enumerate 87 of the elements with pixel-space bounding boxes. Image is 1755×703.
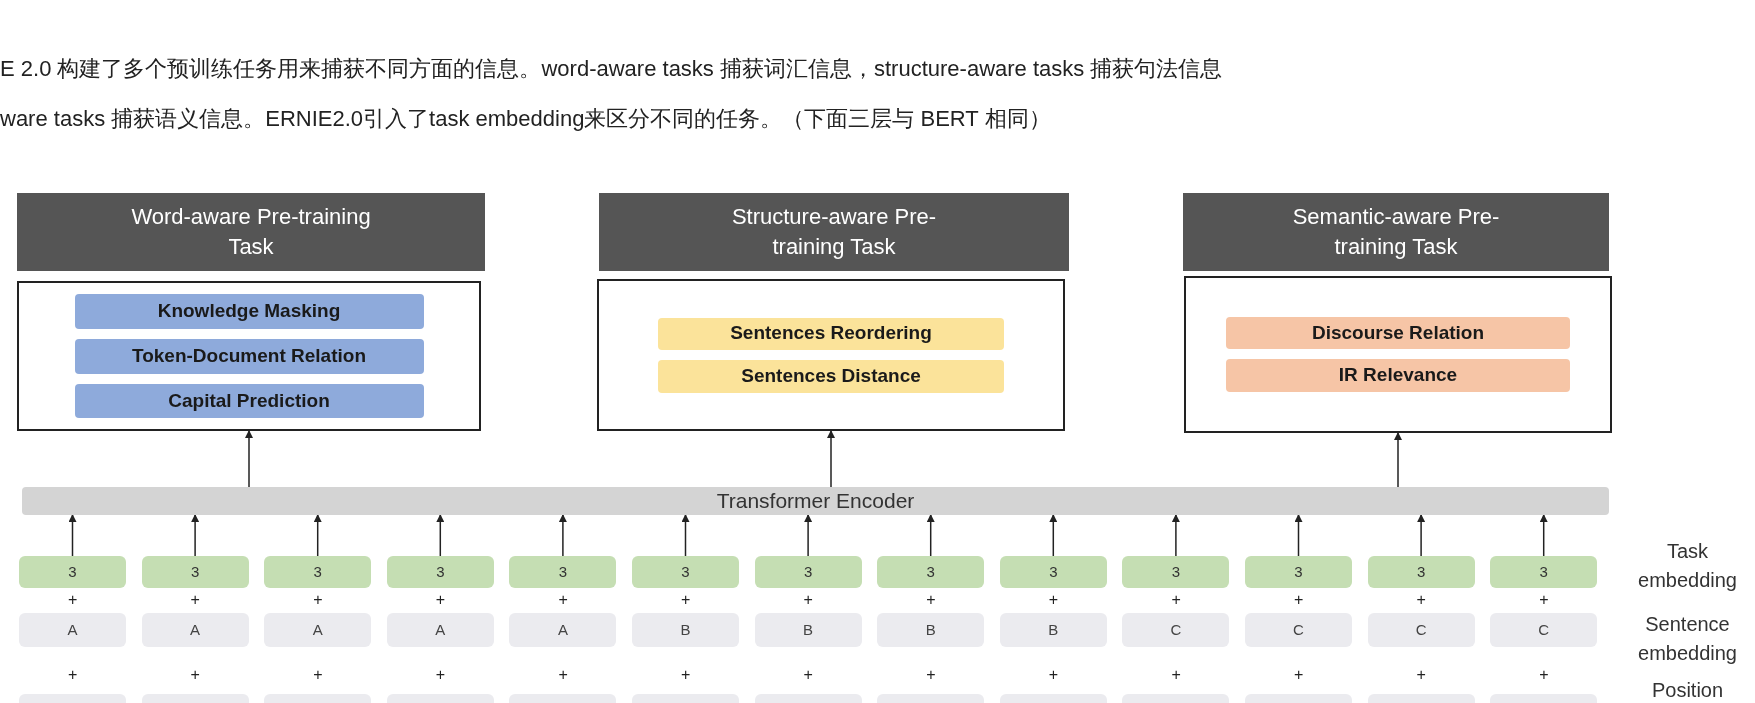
plus-sign: +: [190, 667, 200, 683]
arrow: [1539, 514, 1548, 557]
task-embedding-cell: 3: [999, 556, 1107, 588]
sentence-embedding-cell: A: [141, 613, 249, 647]
arrow: [1417, 514, 1426, 557]
sentence-embedding-cell: C: [1245, 613, 1352, 647]
sentence-embedding-cell: A: [509, 613, 617, 647]
task-box: Capital Prediction: [74, 384, 424, 418]
sentence-embedding-cell: C: [1490, 613, 1598, 647]
task-embedding-cell: 3: [632, 556, 739, 588]
task-box: Sentences Distance: [658, 359, 1004, 393]
arrow: [313, 514, 322, 557]
task-group-frame: [597, 279, 1065, 431]
plus-sign: +: [313, 592, 323, 608]
row-label: Position: [1650, 678, 1725, 702]
arrow: [804, 514, 813, 557]
plus-sign: +: [313, 667, 323, 683]
task-embedding-cell: 3: [1367, 556, 1475, 588]
arrow: [68, 514, 77, 557]
plus-sign: +: [1171, 667, 1181, 683]
arrow: [436, 514, 445, 557]
sentence-embedding-cell: B: [754, 613, 862, 647]
sentence-embedding-cell: B: [877, 613, 985, 647]
task-box: Token-Document Relation: [74, 339, 424, 374]
task-embedding-cell: 3: [264, 556, 372, 588]
task-group-frame: [1184, 276, 1612, 433]
sentence-embedding-cell: C: [1367, 613, 1475, 647]
sentence-embedding-cell: C: [1122, 613, 1230, 647]
sentence-embedding-cell: B: [999, 613, 1107, 647]
plus-sign: +: [1294, 667, 1304, 683]
sentence-embedding-cell: A: [19, 613, 126, 647]
arrow: [827, 430, 835, 488]
encoder-bar: Transformer Encoder: [22, 487, 1609, 515]
row-label: Sentence embedding: [1637, 612, 1738, 666]
plus-sign: +: [1539, 667, 1549, 683]
plus-sign: +: [1048, 592, 1059, 608]
plus-sign: +: [1416, 592, 1426, 608]
arrow: [926, 514, 935, 557]
sentence-embedding-cell: A: [386, 613, 494, 647]
task-embedding-cell: 3: [877, 556, 985, 588]
plus-sign: +: [681, 667, 691, 683]
task-header: Word-aware Pre-training Task: [17, 193, 485, 271]
row-label: Task embedding: [1637, 539, 1738, 593]
plus-sign: +: [1416, 667, 1426, 683]
plus-sign: +: [1171, 592, 1181, 608]
task-header: Structure-aware Pre-training Task: [599, 193, 1069, 271]
plus-sign: +: [68, 667, 78, 683]
body-text: E 2.0 构建了多个预训练任务用来捕获不同方面的信息。word-aware tasks 捕获词汇信息，structure-aware tasks 捕获句法信息: [0, 55, 1223, 83]
plus-sign: +: [558, 667, 568, 683]
body-text: ware tasks 捕获语义信息。ERNIE2.0引入了task embedding来区分不同的任务。（下面三层与 BERT 相同）: [0, 105, 1051, 133]
plus-sign: +: [926, 667, 936, 683]
plus-sign: +: [803, 592, 813, 608]
task-group-frame: [17, 281, 481, 431]
plus-sign: +: [435, 667, 446, 683]
sentence-embedding-cell: A: [264, 613, 372, 647]
arrow: [245, 430, 253, 488]
arrow: [1049, 514, 1058, 557]
task-header: Semantic-aware Pre-training Task: [1183, 193, 1609, 271]
arrow: [191, 514, 200, 557]
plus-sign: +: [681, 592, 691, 608]
plus-sign: +: [926, 592, 936, 608]
task-embedding-cell: 3: [509, 556, 617, 588]
arrow: [1171, 514, 1180, 557]
plus-sign: +: [68, 592, 78, 608]
plus-sign: +: [1294, 592, 1304, 608]
arrow: [1294, 514, 1303, 557]
arrow: [558, 514, 567, 557]
task-embedding-cell: 3: [19, 556, 126, 588]
sentence-embedding-cell: B: [632, 613, 739, 647]
task-embedding-cell: 3: [1122, 556, 1230, 588]
arrow: [681, 514, 690, 557]
plus-sign: +: [558, 592, 568, 608]
plus-sign: +: [1539, 592, 1549, 608]
task-embedding-cell: 3: [754, 556, 862, 588]
task-box: Discourse Relation: [1226, 317, 1570, 349]
task-embedding-cell: 3: [1245, 556, 1352, 588]
plus-sign: +: [190, 592, 200, 608]
plus-sign: +: [1048, 667, 1059, 683]
task-box: IR Relevance: [1226, 359, 1570, 392]
task-embedding-cell: 3: [141, 556, 249, 588]
task-box: Knowledge Masking: [74, 294, 424, 329]
arrow: [1394, 432, 1402, 488]
plus-sign: +: [803, 667, 813, 683]
task-embedding-cell: 3: [1490, 556, 1598, 588]
plus-sign: +: [435, 592, 446, 608]
task-box: Sentences Reordering: [658, 317, 1004, 350]
task-embedding-cell: 3: [386, 556, 494, 588]
